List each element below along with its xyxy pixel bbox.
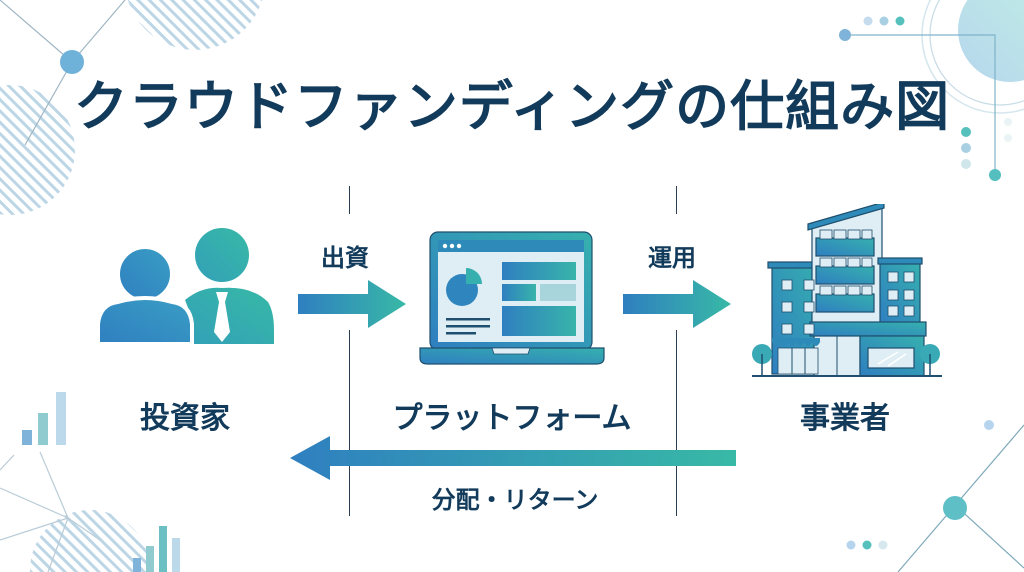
mini-barchart-decor <box>22 392 180 572</box>
divider-right <box>676 186 677 214</box>
divider-right-lower <box>676 330 677 516</box>
divider-left <box>349 186 350 214</box>
bubble-decor <box>839 0 1024 181</box>
network-node-decor-bottom-right <box>846 420 1024 572</box>
network-lines-decor-bottom <box>0 451 101 572</box>
laptop-dashboard-icon <box>419 231 605 365</box>
actor-label-investor: 投資家 <box>140 401 230 436</box>
arrow-right-operation <box>623 280 731 328</box>
actor-label-business: 事業者 <box>800 401 890 436</box>
building-icon <box>752 204 942 377</box>
flow-label-distribution: 分配・リターン <box>431 486 599 514</box>
divider-left-lower <box>349 330 350 516</box>
actor-label-platform: プラットフォーム <box>392 401 632 436</box>
investors-icon <box>96 228 274 346</box>
network-lines-decor <box>0 0 126 146</box>
flow-label-operation: 運用 <box>648 244 696 272</box>
arrow-right-investment <box>298 280 406 328</box>
flow-label-investment: 出資 <box>321 244 369 272</box>
node-dot-decor <box>60 50 84 74</box>
diagram-title: クラウドファンディングの仕組み図 <box>73 75 951 138</box>
arrow-left-distribution <box>290 436 736 480</box>
